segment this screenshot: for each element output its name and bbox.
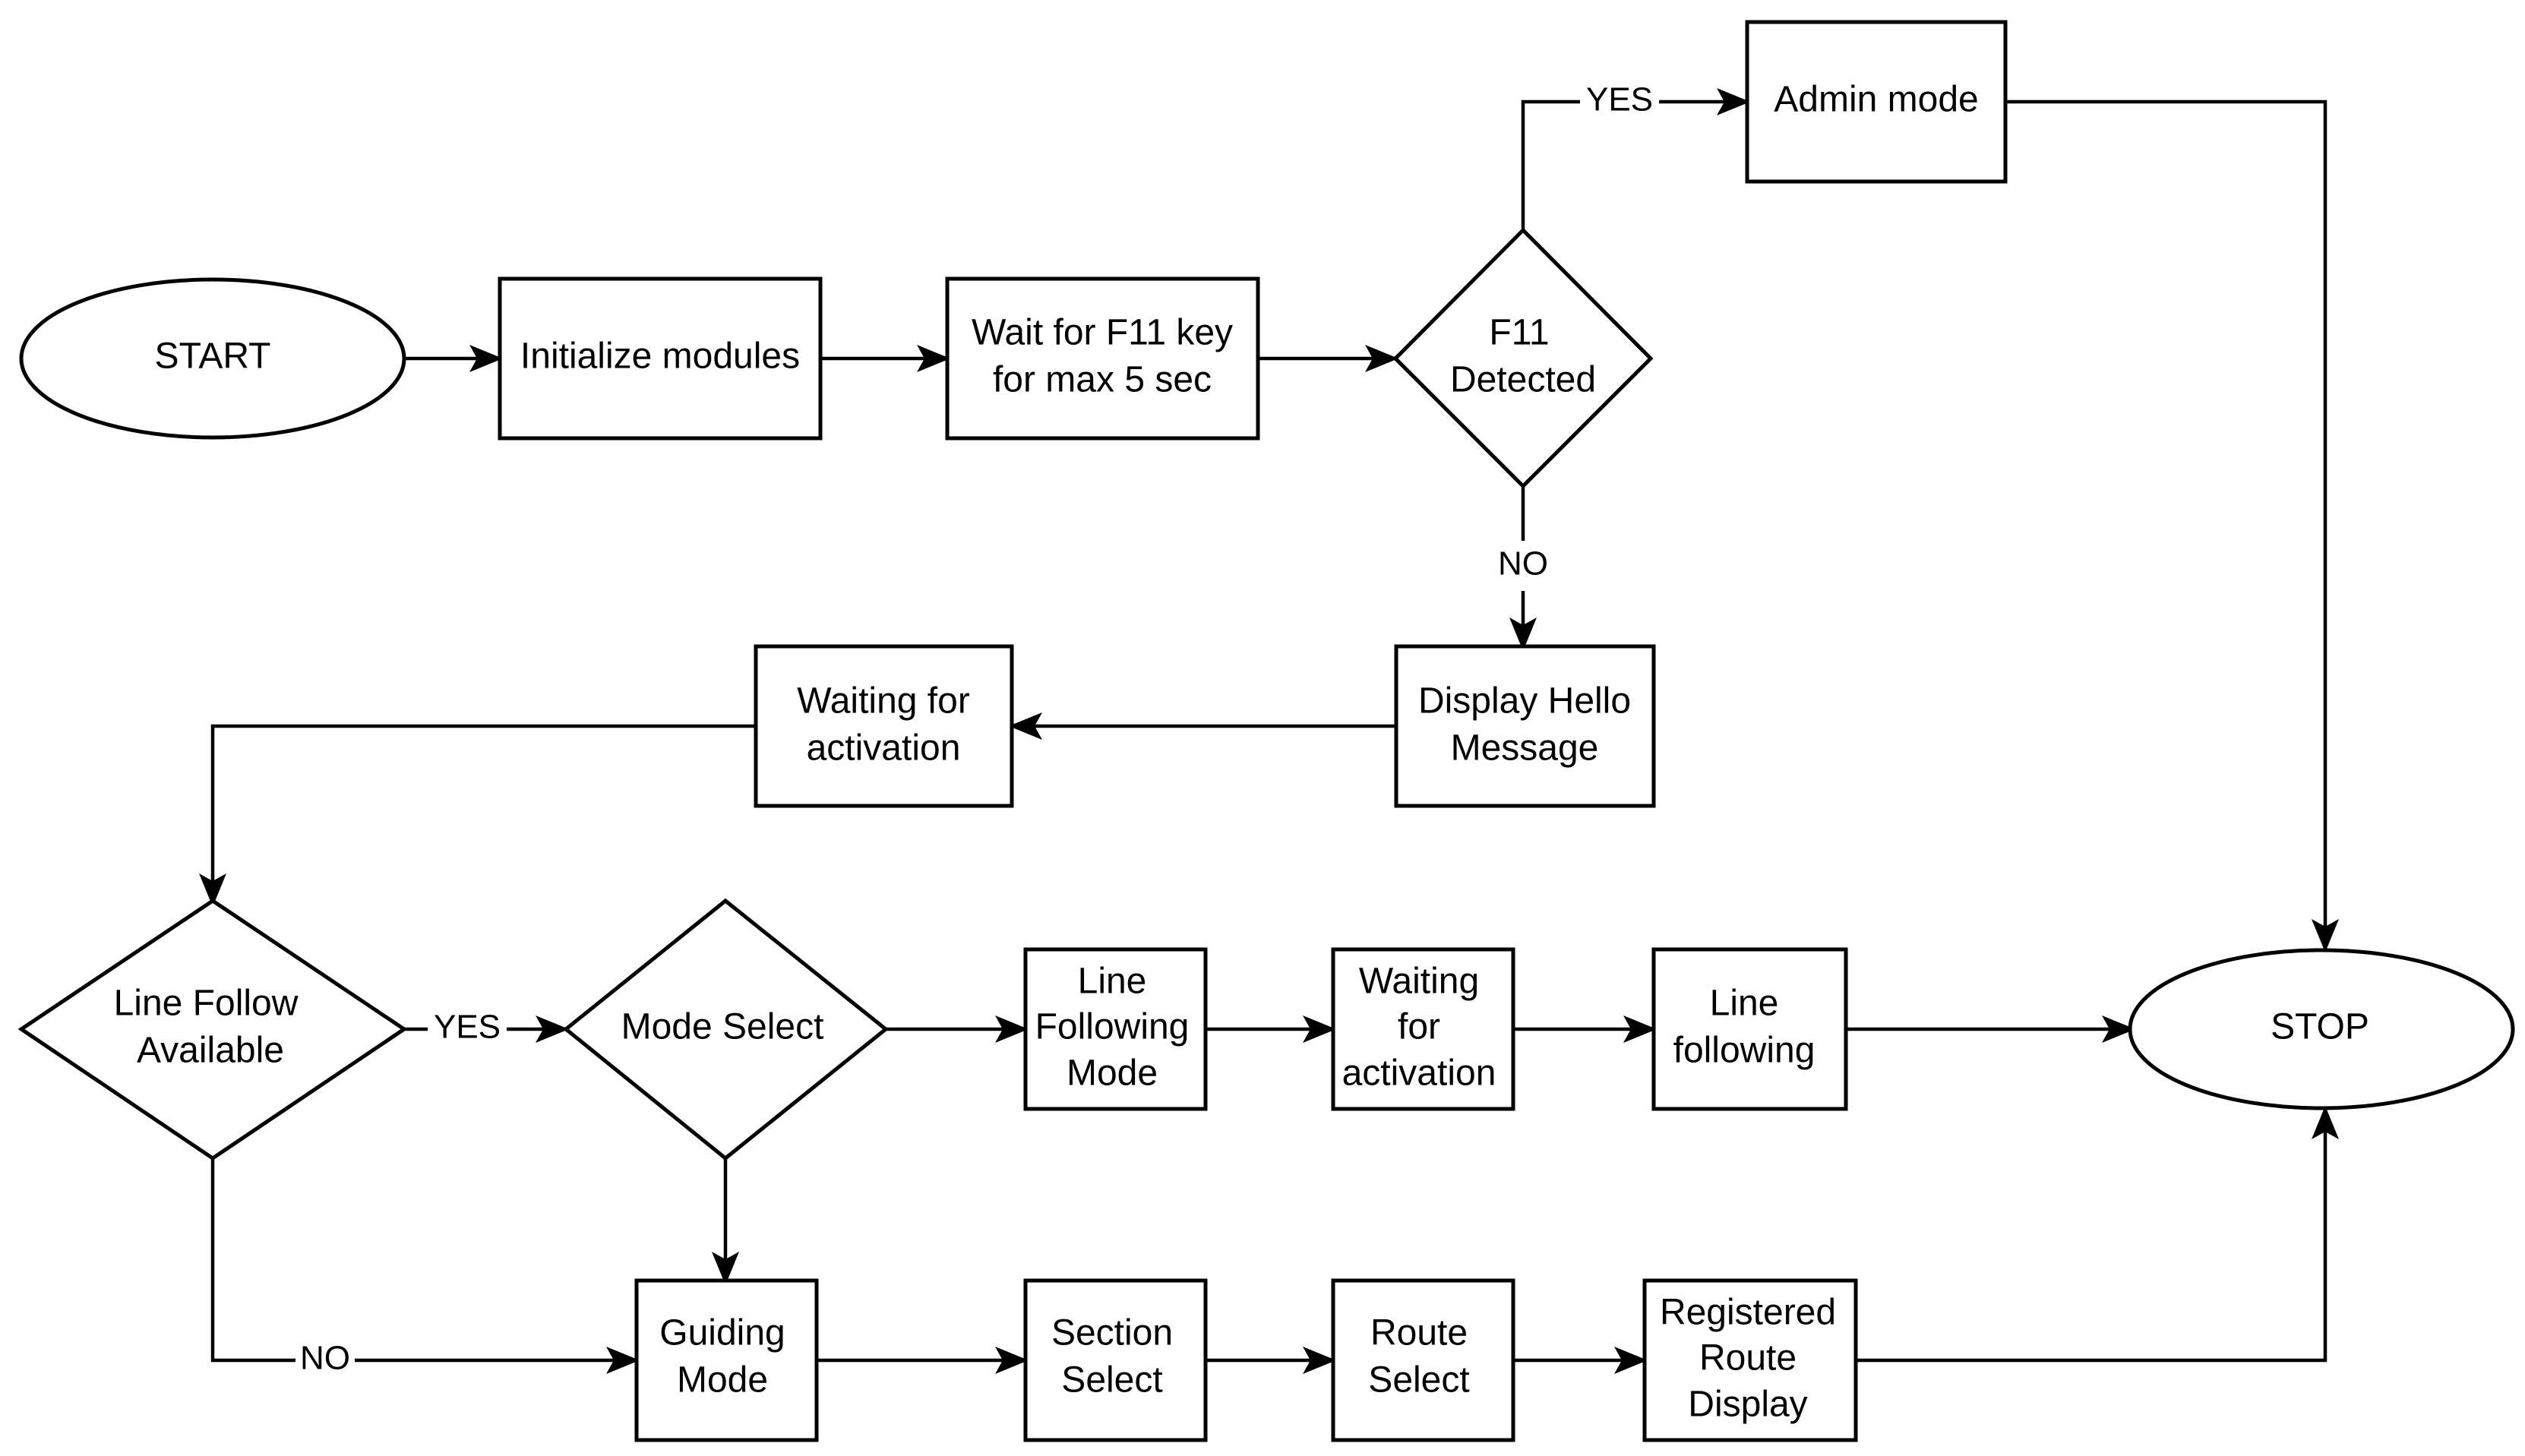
- waiting-activation-label-line1: Waiting for: [797, 681, 970, 722]
- edge-label-line-yes: YES: [434, 1009, 501, 1046]
- line-following-mode-node: Line Following Mode: [1023, 947, 1208, 1111]
- edge-reg-stop: [1856, 1106, 2339, 1363]
- edge-admin-stop: [2005, 99, 2339, 952]
- registered-route-display-label-line3: Display: [1688, 1385, 1807, 1425]
- waiting-activation-2-label-line3: activation: [1342, 1053, 1496, 1094]
- start-node: START: [19, 277, 406, 440]
- mode-select-label: Mode Select: [621, 1007, 824, 1047]
- edge-label-line-no: NO: [300, 1340, 350, 1377]
- admin-mode-node: Admin mode: [1745, 20, 2008, 184]
- waiting-activation-2-node: Waiting for activation: [1331, 947, 1515, 1111]
- route-select-node: Route Select: [1331, 1278, 1515, 1442]
- line-following-mode-label-line3: Mode: [1067, 1053, 1158, 1094]
- wait-f11-label-line1: Wait for F11 key: [972, 313, 1233, 353]
- guiding-mode-label-line1: Guiding: [659, 1313, 785, 1353]
- waiting-activation-node: Waiting for activation: [754, 644, 1014, 808]
- route-select-label-line2: Select: [1368, 1360, 1469, 1401]
- route-select-label-line1: Route: [1370, 1313, 1468, 1353]
- edge-label-backdrop: [428, 1008, 506, 1046]
- initialize-modules-label: Initialize modules: [520, 336, 800, 377]
- edge-wait-linefollow: [199, 724, 756, 907]
- line-follow-available-decision: Line Follow Available: [17, 898, 408, 1161]
- start-label: START: [155, 336, 271, 377]
- display-hello-label-line2: Message: [1451, 728, 1599, 769]
- initialize-modules-node: Initialize modules: [498, 276, 823, 441]
- line-follow-available-label-line1: Line Follow: [114, 984, 299, 1024]
- stop-node: STOP: [2128, 948, 2515, 1110]
- f11-detected-decision: F11 Detected: [1392, 227, 1654, 489]
- connectors: [199, 99, 2339, 1363]
- display-hello-label-line1: Display Hello: [1418, 681, 1631, 722]
- section-select-label-line2: Select: [1061, 1360, 1162, 1401]
- edge-label-backdrop: [295, 1339, 355, 1377]
- edge-label-backdrop: [1493, 545, 1553, 583]
- section-select-label-line1: Section: [1051, 1313, 1173, 1353]
- display-hello-node: Display Hello Message: [1394, 644, 1656, 808]
- admin-mode-label: Admin mode: [1774, 80, 1978, 120]
- edge-f11-admin: [1521, 102, 1747, 230]
- stop-label: STOP: [2271, 1007, 2369, 1047]
- f11-detected-label-line1: F11: [1489, 313, 1549, 353]
- line-following-mode-label-line1: Line: [1078, 962, 1147, 1002]
- line-following-mode-label-line2: Following: [1035, 1007, 1190, 1047]
- wait-f11-node: Wait for F11 key for max 5 sec: [945, 276, 1260, 441]
- line-following-node: Line following: [1651, 947, 1848, 1111]
- edge-label-f11-no: NO: [1498, 545, 1548, 583]
- registered-route-display-label-line1: Registered: [1660, 1293, 1836, 1333]
- registered-route-display-node: Registered Route Display: [1642, 1278, 1858, 1442]
- waiting-activation-label-line2: activation: [807, 728, 961, 769]
- edge-label-backdrop: [1581, 81, 1658, 118]
- line-follow-available-label-line2: Available: [137, 1031, 284, 1071]
- line-following-label-line2: following: [1673, 1031, 1816, 1071]
- waiting-activation-2-label-line1: Waiting: [1359, 962, 1479, 1002]
- mode-select-decision: Mode Select: [563, 898, 889, 1161]
- wait-f11-label-line2: for max 5 sec: [993, 360, 1212, 400]
- guiding-mode-node: Guiding Mode: [634, 1278, 819, 1442]
- guiding-mode-label-line2: Mode: [677, 1360, 768, 1401]
- line-following-label-line1: Line: [1710, 984, 1779, 1024]
- waiting-activation-2-label-line2: for: [1398, 1007, 1440, 1047]
- edge-labels: YES NO YES NO: [295, 81, 1658, 1377]
- registered-route-display-label-line2: Route: [1699, 1338, 1797, 1379]
- edge-linefollow-guiding: [210, 1158, 637, 1360]
- edge-label-f11-yes: YES: [1586, 81, 1653, 118]
- section-select-node: Section Select: [1023, 1278, 1208, 1442]
- f11-detected-label-line2: Detected: [1450, 360, 1596, 400]
